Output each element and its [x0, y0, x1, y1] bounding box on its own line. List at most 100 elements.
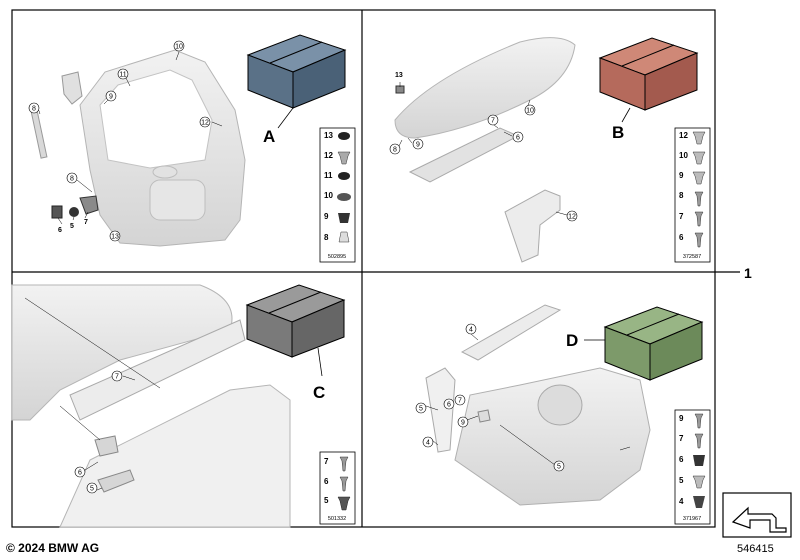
- orientation-arrow-box: [722, 492, 792, 538]
- callout-a-8-bottom: 8: [66, 172, 78, 184]
- legend-b-row-9: 9: [679, 171, 706, 185]
- legend-d-row-6: 6: [679, 455, 705, 466]
- inner-frame-part: [59, 384, 291, 528]
- svg-text:8: 8: [679, 191, 684, 200]
- svg-text:10: 10: [526, 108, 534, 115]
- callout-c-5: 5: [86, 482, 98, 494]
- svg-text:5: 5: [419, 406, 423, 413]
- callout-d-9: 9: [457, 416, 469, 428]
- panel-b: 13 10 7 6 8 9 12 B 12 10 9 8 7 6 372587: [389, 37, 711, 263]
- callout-b-8: 8: [389, 143, 401, 155]
- svg-text:13: 13: [111, 234, 119, 241]
- gas-strut-part: [30, 109, 48, 159]
- callout-d-6: 6: [443, 398, 455, 410]
- legend-a-row-11: 11: [324, 171, 350, 180]
- spoiler-part: [394, 37, 576, 139]
- callout-b-12: 12: [566, 210, 578, 222]
- svg-text:4: 4: [426, 440, 430, 447]
- expansion-nut-icon: [692, 151, 706, 165]
- screw-icon: [694, 232, 704, 248]
- svg-text:7: 7: [115, 374, 119, 381]
- legend-b-row-8: 8: [679, 191, 704, 207]
- svg-text:7: 7: [458, 398, 462, 405]
- legend-d: 9 7 6 5 4 371967: [674, 409, 711, 525]
- legend-a-row-10: 10: [324, 191, 351, 201]
- bushing-part: [69, 207, 79, 217]
- legend-a-row-8: 8: [324, 231, 350, 243]
- grommet-icon: [338, 132, 350, 140]
- svg-text:5: 5: [324, 496, 329, 505]
- small-clip-part: [395, 85, 405, 94]
- svg-text:9: 9: [324, 212, 329, 221]
- svg-text:8: 8: [393, 147, 397, 154]
- svg-text:5: 5: [90, 486, 94, 493]
- svg-text:12: 12: [568, 214, 576, 221]
- inner-trim-panel-part: [454, 367, 651, 506]
- callout-b-7: 7: [487, 114, 499, 126]
- kit-box-a: [246, 34, 347, 129]
- cap-icon: [337, 193, 351, 201]
- legend-b-code: 372587: [683, 254, 701, 260]
- hinge-part: [61, 71, 83, 105]
- handle-recess: [537, 384, 583, 426]
- legend-a: 13 12 11 10 9 8 502895: [319, 127, 356, 263]
- clip-icon: [693, 496, 705, 508]
- clip-icon: [338, 231, 350, 243]
- tailgate-window-opening: [99, 69, 213, 169]
- callout-b-9: 9: [412, 138, 424, 150]
- callout-a-6: 6: [58, 227, 62, 234]
- callout-a-7: 7: [84, 219, 88, 226]
- callout-b-6: 6: [512, 131, 524, 143]
- svg-text:10: 10: [175, 44, 183, 51]
- svg-text:13: 13: [324, 131, 333, 140]
- svg-text:8: 8: [70, 176, 74, 183]
- legend-d-row-7: 7: [679, 433, 704, 449]
- callout-a-9: 9: [105, 90, 117, 102]
- svg-text:11: 11: [324, 171, 333, 180]
- trim-strip-part: [69, 319, 246, 421]
- svg-text:12: 12: [679, 131, 688, 140]
- assembly-ref-label: 1: [744, 265, 752, 281]
- orientation-arrow-icon: [731, 506, 787, 533]
- legend-b-row-12: 12: [679, 131, 706, 145]
- legend-d-row-9: 9: [679, 413, 704, 429]
- svg-text:9: 9: [679, 414, 684, 423]
- expansion-nut-icon: [692, 475, 706, 489]
- legend-b: 12 10 9 8 7 6 372587: [674, 127, 711, 263]
- callout-a-13: 13: [109, 230, 121, 242]
- latch-part: [51, 205, 63, 219]
- callout-a-5: 5: [70, 223, 74, 230]
- emblem-bracket-part: [94, 435, 119, 457]
- lock-part: [79, 195, 99, 215]
- callout-a-12: 12: [199, 116, 211, 128]
- svg-text:9: 9: [461, 420, 465, 427]
- svg-text:5: 5: [557, 464, 561, 471]
- legend-c-code: 501332: [328, 516, 346, 522]
- kit-label-a: A: [263, 127, 275, 146]
- legend-c-row-5: 5: [324, 496, 351, 511]
- legend-c-row-7: 7: [324, 456, 349, 472]
- kit-box-b: [598, 37, 699, 123]
- callout-a-11: 11: [117, 68, 129, 80]
- svg-text:6: 6: [324, 477, 329, 486]
- grommet-icon: [338, 172, 350, 180]
- svg-text:7: 7: [679, 212, 684, 221]
- screw-icon: [339, 476, 349, 492]
- callout-a-8-top: 8: [28, 102, 40, 114]
- callout-c-7: 7: [111, 370, 123, 382]
- svg-text:4: 4: [679, 497, 684, 506]
- upper-trim-strip-part: [460, 304, 562, 361]
- svg-text:9: 9: [416, 142, 420, 149]
- kit-label-c: C: [313, 383, 325, 402]
- svg-text:7: 7: [679, 434, 684, 443]
- callout-d-4-left: 4: [422, 436, 434, 448]
- screw-icon: [694, 433, 704, 449]
- legend-a-row-12: 12: [324, 151, 351, 165]
- screw-icon: [694, 211, 704, 227]
- legend-d-code: 371967: [683, 516, 701, 522]
- screw-icon: [694, 191, 704, 207]
- legend-a-code: 502895: [328, 254, 346, 260]
- kit-box-c: [245, 284, 346, 377]
- screw-icon: [339, 456, 349, 472]
